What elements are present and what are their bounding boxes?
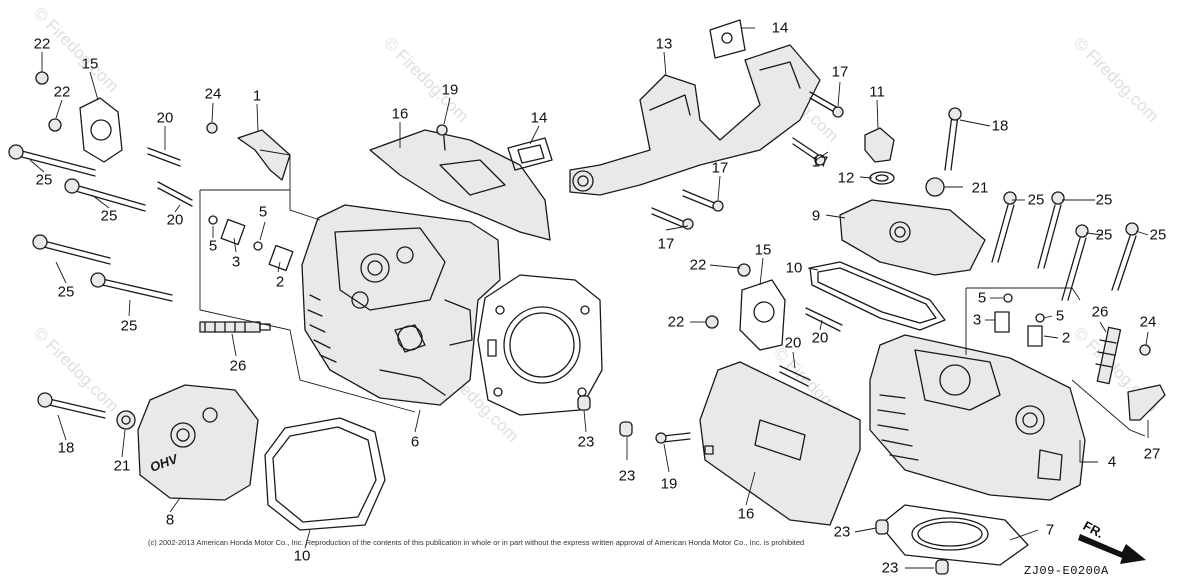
callout-label: 10 (293, 547, 311, 565)
callout-label: 16 (391, 105, 409, 123)
callout-label: 20 (166, 211, 184, 229)
nut (48, 118, 62, 132)
callout-label: 8 (165, 511, 175, 529)
left-cover-gasket (264, 417, 386, 531)
callout-label: 11 (869, 83, 885, 101)
callout-label: 12 (837, 169, 855, 187)
small-gasket (507, 137, 553, 171)
collar (619, 421, 633, 437)
breather-cap (864, 127, 895, 163)
front-direction-arrow-icon (1078, 534, 1146, 564)
callout-label: 23 (577, 433, 595, 451)
callout-label: 5 (208, 237, 218, 255)
callout-label: 25 (1095, 226, 1113, 244)
callout-label: 2 (1061, 329, 1071, 347)
callout-label: 27 (1143, 445, 1161, 463)
callout-label: 20 (156, 109, 174, 127)
right-cylinder-head (869, 334, 1086, 501)
collar (935, 559, 949, 575)
callout-label: 14 (771, 19, 789, 37)
intake-manifold (569, 44, 821, 196)
right-head-shroud (699, 361, 861, 526)
callout-label: 25 (1027, 191, 1045, 209)
callout-label: 22 (689, 256, 707, 274)
callout-label: 17 (657, 235, 675, 253)
callout-label: 21 (113, 457, 131, 475)
right-head-cover (839, 199, 986, 276)
callout-label: 18 (991, 117, 1009, 135)
callout-label: 19 (660, 475, 678, 493)
callout-label: 14 (530, 109, 548, 127)
callout-label: 24 (1139, 313, 1157, 331)
callout-label: 13 (655, 35, 673, 53)
left-head-gasket (477, 274, 603, 416)
callout-label: 25 (1095, 191, 1113, 209)
callout-label: 3 (972, 311, 982, 329)
right-bracket (1127, 384, 1166, 421)
callout-label: 5 (977, 289, 987, 307)
callout-label: 23 (881, 559, 899, 577)
manifold-gasket (709, 19, 746, 59)
copyright-notice: (c) 2002-2013 American Honda Motor Co., … (148, 538, 805, 547)
callout-label: 25 (1149, 226, 1167, 244)
grommet (116, 410, 136, 430)
right-head-gasket (879, 504, 1029, 566)
callout-label: 7 (1045, 521, 1055, 539)
callout-label: 17 (811, 153, 829, 171)
collar (577, 395, 591, 411)
callout-label: 25 (120, 317, 138, 335)
callout-label: 25 (35, 171, 53, 189)
callout-label: 9 (811, 207, 821, 225)
callout-label: 19 (441, 81, 459, 99)
leader-lines (29, 27, 1149, 569)
callout-label: 17 (711, 159, 729, 177)
callout-label: 17 (831, 63, 849, 81)
bracket (237, 129, 291, 181)
callout-label: 15 (754, 241, 772, 259)
right-cover-gasket (809, 261, 946, 331)
right-spark-plug (1095, 326, 1122, 385)
callout-label: 20 (784, 334, 802, 352)
callout-label: 23 (618, 467, 636, 485)
callout-label: 10 (785, 259, 803, 277)
callout-label: 6 (410, 433, 420, 451)
callout-label: 25 (57, 283, 75, 301)
callout-label: 1 (252, 87, 262, 105)
left-studs (147, 147, 193, 207)
nut (35, 71, 49, 85)
callout-label: 26 (229, 357, 247, 375)
callout-label: 2 (275, 273, 285, 291)
callout-label: 4 (1107, 453, 1117, 471)
callout-label: 21 (971, 179, 989, 197)
left-head-cover (137, 384, 259, 501)
callout-label: 5 (1055, 307, 1065, 325)
callout-label: 15 (81, 55, 99, 73)
callout-label: 23 (833, 523, 851, 541)
callout-label: 3 (231, 253, 241, 271)
callout-label: 25 (100, 207, 118, 225)
callout-label: 22 (667, 313, 685, 331)
callout-label: 18 (57, 439, 75, 457)
callout-label: 26 (1091, 303, 1109, 321)
callout-label: 16 (737, 505, 755, 523)
left-manifold-gasket (79, 97, 123, 163)
callout-label: 22 (53, 83, 71, 101)
right-manifold-gasket (739, 279, 786, 351)
diagram-code: ZJ09-E0200A (1024, 564, 1109, 578)
left-cylinder-head (301, 204, 501, 406)
left-bolts (8, 144, 173, 419)
callout-label: 24 (204, 85, 222, 103)
callout-label: 22 (33, 35, 51, 53)
collar (875, 519, 889, 535)
callout-label: 20 (811, 329, 829, 347)
callout-label: 5 (258, 203, 268, 221)
